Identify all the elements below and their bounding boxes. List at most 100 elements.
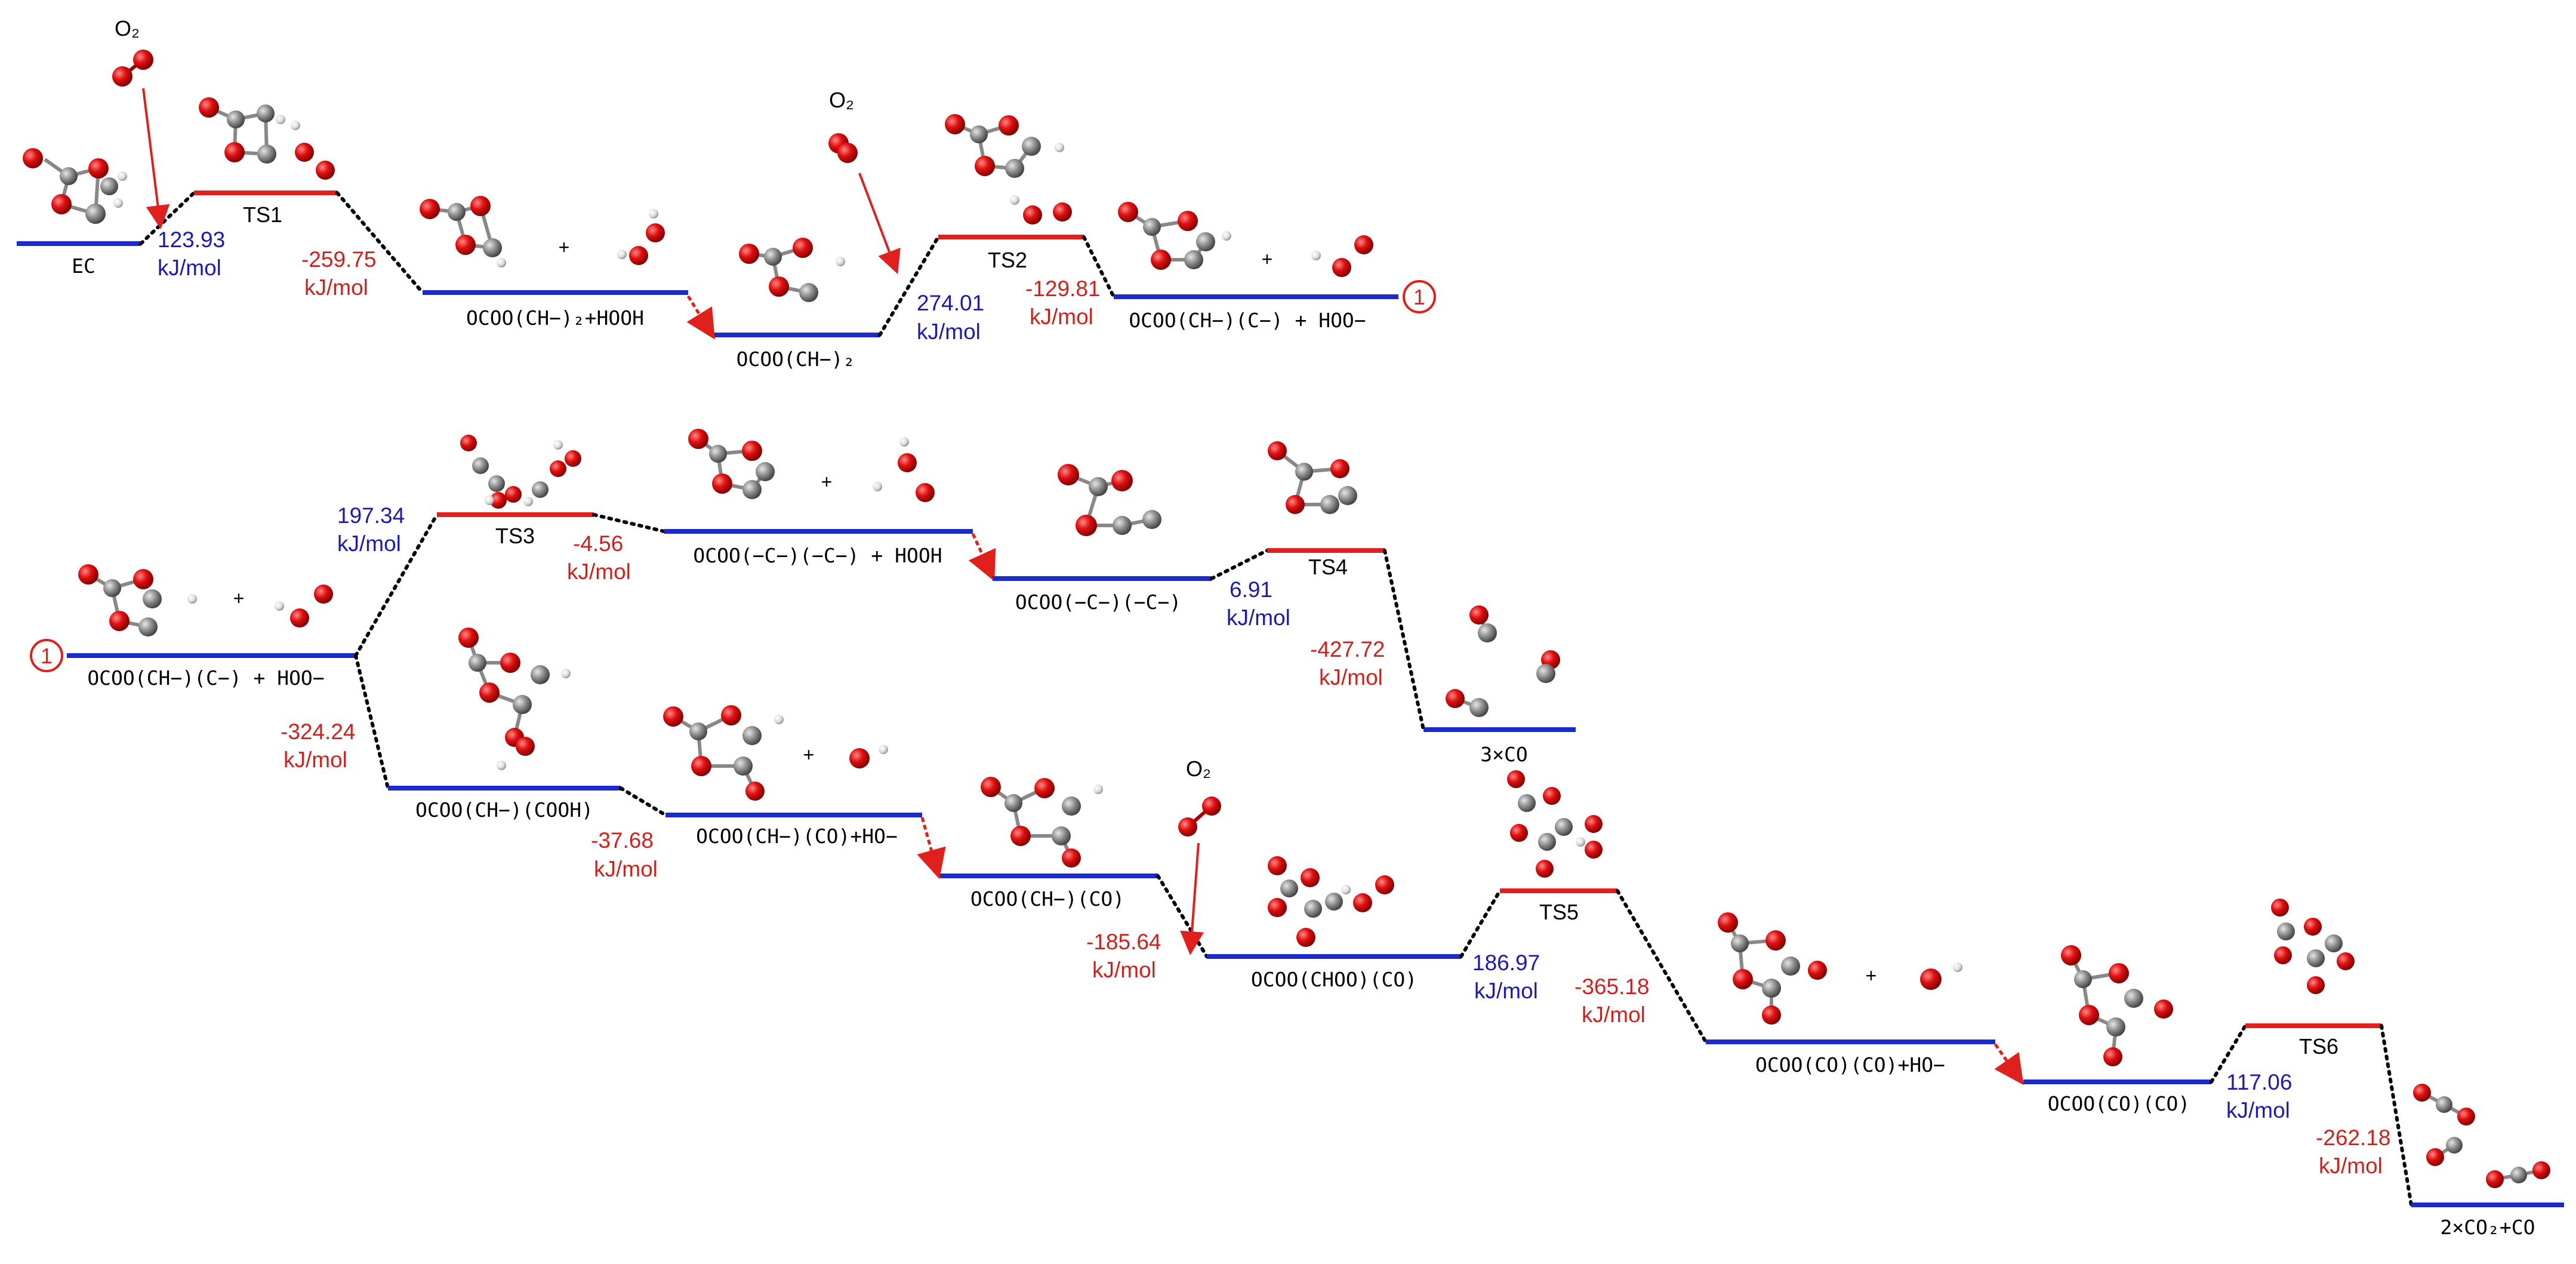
link-marker-1: 1: [30, 639, 63, 672]
dashed-red-arrow: [917, 817, 946, 879]
dotted-connector: [592, 513, 666, 533]
label-ts5: TS5: [1539, 900, 1579, 924]
energy-release: -324.24: [281, 719, 356, 744]
molecule-ocoo-ch-cooh: [458, 628, 571, 770]
label-ocoo-co-co-ho: OCOO(CO)(CO)+HO−: [1755, 1053, 1945, 1077]
dotted-connector: [354, 654, 390, 790]
label-ocoo-ch-c-hoo-2: OCOO(CH−)(C−) + HOO−: [87, 666, 324, 690]
energy-release: -129.81: [1025, 276, 1101, 301]
dotted-connector: [335, 191, 424, 294]
energy-release: -262.18: [2316, 1125, 2391, 1150]
dashed-red-arrow: [1993, 1043, 2024, 1085]
o2-arrow: [858, 173, 901, 275]
dotted-connector: [1156, 874, 1209, 958]
energy-release: -37.68: [591, 828, 654, 853]
molecule-ocoo-cc: [688, 429, 775, 499]
molecule-o2: [112, 50, 153, 87]
molecule-hooh: [617, 209, 665, 265]
dotted-connector: [1210, 549, 1269, 580]
molecule-ocoo-co-co: [1718, 912, 1827, 1025]
dashed-red-arrow: [968, 533, 996, 582]
molecule-ocoo-ch-c: [78, 564, 197, 636]
link-marker-1: 1: [1403, 280, 1436, 313]
energy-unit: kJ/mol: [1582, 1002, 1646, 1027]
row-2-upper: 1 OCOO(CH−)(C−) + HOO− TS3 OCOO(−C−)(−C−…: [30, 429, 1576, 766]
molecule-o2: [828, 133, 858, 163]
label-ocoo-cc-hooh: OCOO(−C−)(−C−) + HOOH: [693, 544, 942, 567]
label-ec: EC: [72, 254, 95, 278]
energy-unit: kJ/mol: [917, 319, 981, 344]
row-2-lower: O₂ OCOO(CH−)(COOH) OCOO(CH−)(CO)+HO− OCO…: [281, 628, 2564, 1239]
energy-release: -365.18: [1574, 974, 1650, 999]
o2-arrow: [142, 88, 170, 229]
label-ocoo-ch2: OCOO(CH−)₂: [737, 347, 855, 371]
molecule-hooh: [873, 437, 935, 502]
energy-unit: kJ/mol: [1030, 305, 1093, 329]
label-ts3: TS3: [495, 524, 535, 548]
energy-unit: kJ/mol: [2226, 1098, 2290, 1122]
dotted-connector: [1383, 549, 1425, 731]
label-ts4: TS4: [1308, 555, 1348, 579]
molecule-ocoo-ch2: [420, 196, 506, 267]
molecule-hoo: [1311, 235, 1373, 277]
plus-sign: +: [803, 744, 815, 765]
dotted-connector: [878, 235, 940, 337]
label-ocoo-ch-c-hoo: OCOO(CH−)(C−) + HOO−: [1129, 309, 1366, 332]
energy-unit: kJ/mol: [567, 559, 631, 584]
label-three-co: 3×CO: [1480, 743, 1527, 766]
dashed-red-arrow: [686, 295, 715, 340]
molecule-ocoo-ch2-b: [739, 238, 845, 302]
label-ocoo-ch-co-ho: OCOO(CH−)(CO)+HO−: [696, 825, 898, 848]
dotted-connector: [1082, 235, 1116, 299]
label-ts1: TS1: [243, 202, 282, 227]
label-ocoo-ch2-hooh: OCOO(CH−)₂+HOOH: [466, 306, 644, 330]
molecule-ts6: [2271, 899, 2355, 994]
molecule-o2: [1178, 796, 1221, 836]
energy-release: -4.56: [573, 531, 623, 556]
molecule-ec: [23, 148, 127, 224]
label-ocoo-ch-cooh: OCOO(CH−)(COOH): [415, 798, 593, 822]
plus-sign: +: [1866, 965, 1877, 986]
molecule-ho: [849, 745, 888, 768]
molecule-three-co: [1446, 605, 1560, 717]
molecule-ts3: [460, 435, 581, 509]
molecule-two-co2-co: [2413, 1084, 2550, 1188]
plus-sign: +: [1262, 248, 1273, 270]
energy-unit: kJ/mol: [304, 275, 368, 300]
molecule-ho: [1920, 962, 1962, 990]
molecule-ts4: [1268, 441, 1357, 514]
energy-barrier: 186.97: [1472, 951, 1540, 975]
energy-barrier: 197.34: [337, 503, 405, 528]
molecule-ocoo-ch-co-b: [981, 777, 1103, 868]
energy-release: -259.75: [301, 247, 377, 272]
dotted-connector: [619, 786, 667, 817]
label-ocoo-cc: OCOO(−C−)(−C−): [1015, 591, 1181, 614]
energy-unit: kJ/mol: [337, 531, 401, 556]
energy-unit: kJ/mol: [1474, 979, 1538, 1003]
svg-text:1: 1: [41, 644, 53, 668]
molecule-ocoo-choo-co: [1268, 856, 1394, 947]
label-ts2: TS2: [988, 248, 1027, 272]
molecule-hoo: [275, 585, 333, 628]
o2-label: O₂: [115, 16, 140, 41]
dotted-connector: [1459, 889, 1502, 958]
svg-text:1: 1: [1413, 285, 1425, 309]
energy-unit: kJ/mol: [2319, 1154, 2383, 1178]
energy-unit: kJ/mol: [284, 748, 347, 772]
o2-arrow: [1180, 842, 1204, 955]
plus-sign: +: [559, 236, 570, 258]
label-ocoo-choo-co: OCOO(CHOO)(CO): [1251, 968, 1417, 991]
plus-sign: +: [821, 471, 833, 493]
energy-barrier: 117.06: [2226, 1070, 2292, 1094]
energy-barrier: 274.01: [917, 291, 984, 315]
energy-barrier: 123.93: [158, 227, 225, 252]
label-ocoo-co-co: OCOO(CO)(CO): [2048, 1092, 2190, 1115]
label-two-co2-co: 2×CO₂+CO: [2441, 1216, 2535, 1239]
energy-unit: kJ/mol: [1092, 958, 1156, 982]
molecule-ts2: [945, 114, 1072, 224]
dotted-connector: [2380, 1024, 2413, 1207]
energy-unit: kJ/mol: [594, 857, 658, 881]
row-1: EC TS1 OCOO(CH−)₂+HOOH OCOO(CH−)₂ TS2 OC…: [17, 16, 1436, 371]
dotted-connector: [354, 513, 439, 657]
